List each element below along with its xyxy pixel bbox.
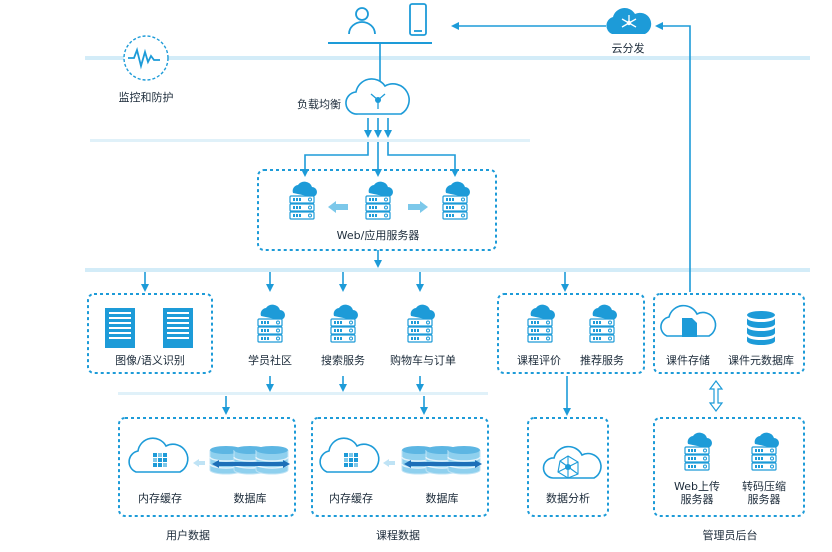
monitoring-label: 监控和防护: [118, 91, 174, 104]
cloud-distribution-label: 云分发: [611, 42, 645, 55]
server-icon: [257, 304, 286, 343]
cloud-share-icon: [606, 8, 652, 34]
database-label: 数据库: [425, 492, 459, 505]
search-service-label: 搜索服务: [321, 354, 365, 367]
database-icon: [401, 445, 482, 475]
server-icon: [330, 304, 359, 343]
user-data-title: 用户数据: [166, 529, 210, 542]
data-analysis-box: [527, 417, 609, 517]
separator-lines: [85, 56, 810, 395]
server-icon: [289, 181, 318, 220]
database-icon: [747, 311, 775, 345]
recommendation-label: 推荐服务: [580, 354, 624, 367]
database-icon: [209, 445, 290, 475]
user-data-box: [118, 417, 296, 517]
database-label: 数据库: [233, 492, 267, 505]
courseware-metadata-label: 课件元数据库: [728, 354, 794, 367]
server-icon: [684, 432, 713, 471]
server-icon: [407, 304, 436, 343]
bidirectional-arrow: [708, 380, 724, 412]
image-semantic-label: 图像/语义识别: [115, 354, 185, 367]
admin-backend-box: [653, 417, 805, 517]
server-icon: [751, 432, 780, 471]
pulse-icon: [123, 35, 169, 81]
transcode-label: 转码压缩 服务器: [742, 480, 786, 506]
course-data-title: 课程数据: [376, 529, 420, 542]
analytics-cloud-icon: [542, 445, 602, 479]
cache-grid-icon: [128, 437, 189, 473]
cart-order-label: 购物车与订单: [390, 354, 456, 367]
transcode-label-line1: 转码压缩: [742, 480, 786, 493]
load-balancing-label: 负载均衡: [297, 98, 341, 111]
memory-cache-label: 内存缓存: [329, 492, 373, 505]
courseware-box: [653, 293, 805, 374]
student-community-label: 学员社区: [248, 354, 292, 367]
web-upload-label-line1: Web上传: [674, 480, 720, 493]
document-icon: [660, 304, 717, 337]
review-recommend-box: [497, 293, 645, 374]
server-icon: [527, 304, 556, 343]
memory-cache-label: 内存缓存: [138, 492, 182, 505]
cache-grid-icon: [319, 437, 380, 473]
phone-icon: [409, 3, 427, 36]
course-review-label: 课程评价: [517, 354, 561, 367]
load-balancer-cloud-icon: [345, 78, 410, 115]
data-analysis-label: 数据分析: [546, 492, 590, 505]
image-recognition-box: [87, 293, 213, 374]
admin-backend-title: 管理员后台: [702, 529, 758, 542]
courseware-storage-label: 课件存储: [666, 354, 710, 367]
course-data-box: [311, 417, 489, 517]
web-upload-label-line2: 服务器: [680, 493, 714, 506]
server-icon: [589, 304, 618, 343]
web-upload-label: Web上传 服务器: [674, 480, 720, 506]
server-icon: [442, 181, 471, 220]
server-icon: [365, 181, 394, 220]
server-rack-icon: [105, 308, 193, 348]
user-icon: [348, 7, 376, 35]
web-servers-label: Web/应用服务器: [336, 229, 420, 242]
transcode-label-line2: 服务器: [747, 493, 781, 506]
